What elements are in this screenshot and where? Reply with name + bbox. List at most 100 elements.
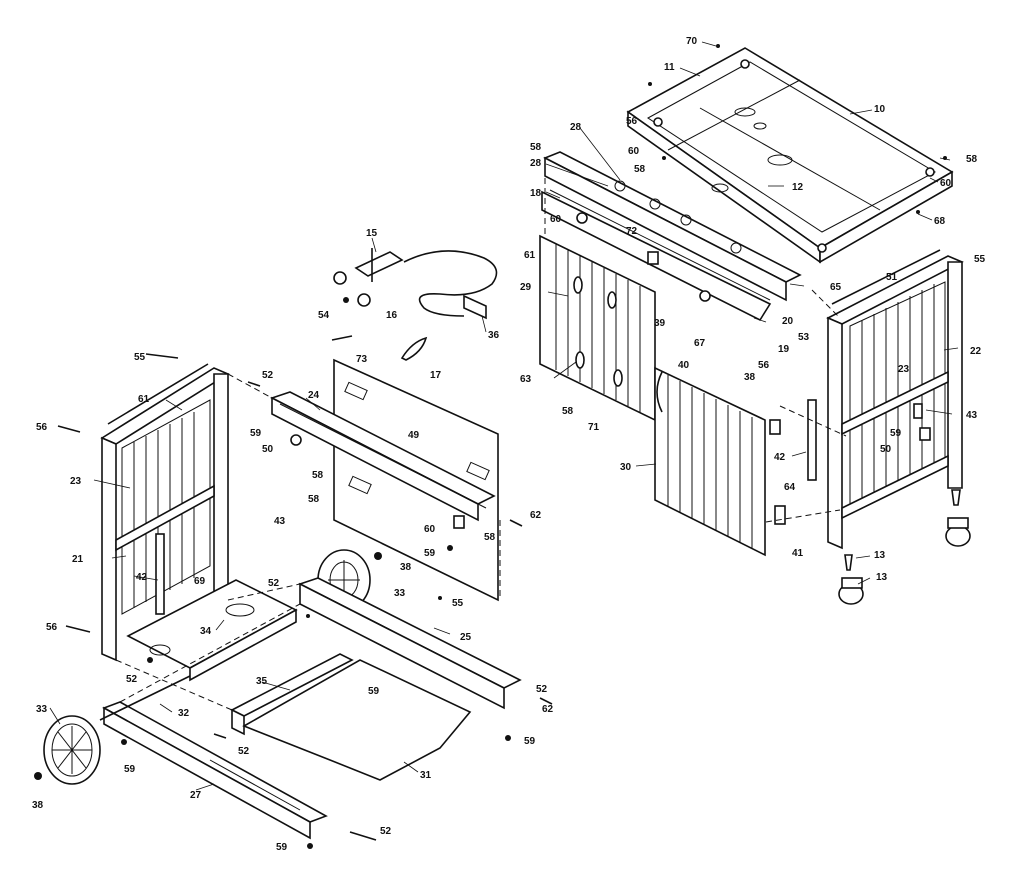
callout-label: 38 bbox=[744, 372, 756, 383]
callout-labels: 70 11 10 56 60 58 12 60 58 68 28 58 28 1… bbox=[32, 36, 986, 853]
callout-label: 40 bbox=[678, 360, 690, 371]
callout-label: 30 bbox=[620, 462, 632, 473]
callout-label: 23 bbox=[898, 364, 910, 375]
callout-label: 13 bbox=[876, 572, 888, 583]
callout-label: 53 bbox=[798, 332, 810, 343]
callout-label: 11 bbox=[664, 62, 675, 73]
callout-label: 58 bbox=[530, 142, 542, 153]
hinges-and-casters bbox=[769, 399, 971, 605]
callout-label: 49 bbox=[408, 430, 420, 441]
callout-label: 60 bbox=[550, 214, 562, 225]
callout-label: 25 bbox=[460, 632, 472, 643]
door-left bbox=[539, 234, 656, 422]
callout-label: 67 bbox=[694, 338, 706, 349]
callout-label: 58 bbox=[312, 470, 324, 481]
callout-label: 24 bbox=[308, 390, 320, 401]
callout-label: 60 bbox=[628, 146, 640, 157]
callout-label: 68 bbox=[934, 216, 946, 227]
upper-rail-24 bbox=[269, 391, 496, 529]
callout-label: 38 bbox=[32, 800, 44, 811]
callout-label: 36 bbox=[488, 330, 500, 341]
callout-label: 35 bbox=[256, 676, 268, 687]
callout-label: 19 bbox=[778, 344, 790, 355]
callout-label: 59 bbox=[276, 842, 288, 853]
callout-label: 20 bbox=[782, 316, 794, 327]
callout-label: 43 bbox=[274, 516, 286, 527]
callout-label: 59 bbox=[250, 428, 262, 439]
right-end-panel bbox=[826, 249, 964, 550]
left-rails-and-wheel bbox=[34, 675, 328, 840]
callout-label: 52 bbox=[268, 578, 280, 589]
callout-label: 59 bbox=[524, 736, 536, 747]
callout-label: 23 bbox=[70, 476, 82, 487]
callout-label: 59 bbox=[890, 428, 902, 439]
top-frame-assembly bbox=[626, 44, 954, 264]
callout-label: 55 bbox=[134, 352, 146, 363]
callout-label: 22 bbox=[970, 346, 982, 357]
callout-label: 60 bbox=[940, 178, 952, 189]
power-cord bbox=[331, 248, 498, 361]
callout-label: 58 bbox=[634, 164, 646, 175]
right-guide-lines bbox=[544, 178, 847, 523]
callout-label: 61 bbox=[138, 394, 150, 405]
callout-label: 28 bbox=[530, 158, 542, 169]
callout-label: 42 bbox=[136, 572, 148, 583]
callout-label: 13 bbox=[874, 550, 886, 561]
callout-label: 52 bbox=[262, 370, 274, 381]
callout-label: 52 bbox=[126, 674, 138, 685]
callout-label: 12 bbox=[792, 182, 804, 193]
callout-label: 28 bbox=[570, 122, 582, 133]
callout-label: 52 bbox=[380, 826, 392, 837]
callout-label: 42 bbox=[774, 452, 786, 463]
bottom-shelf-34 bbox=[126, 579, 298, 682]
callout-label: 39 bbox=[654, 318, 666, 329]
front-rail bbox=[541, 151, 802, 322]
callout-label: 51 bbox=[886, 272, 898, 283]
callout-label: 50 bbox=[880, 444, 892, 455]
callout-label: 59 bbox=[424, 548, 436, 559]
door-right bbox=[654, 366, 786, 557]
callout-label: 38 bbox=[400, 562, 412, 573]
callout-label: 56 bbox=[626, 116, 638, 127]
callout-label: 65 bbox=[830, 282, 842, 293]
callout-label: 34 bbox=[200, 626, 212, 637]
callout-label: 10 bbox=[874, 104, 886, 115]
callout-label: 55 bbox=[974, 254, 986, 265]
callout-label: 58 bbox=[484, 532, 496, 543]
callout-label: 70 bbox=[686, 36, 698, 47]
callout-label: 56 bbox=[36, 422, 48, 433]
callout-label: 61 bbox=[524, 250, 536, 261]
callout-label: 69 bbox=[194, 576, 206, 587]
callout-label: 33 bbox=[36, 704, 48, 715]
callout-label: 33 bbox=[394, 588, 406, 599]
callout-label: 56 bbox=[46, 622, 58, 633]
fasteners bbox=[57, 353, 553, 849]
callout-label: 54 bbox=[318, 310, 330, 321]
callout-label: 50 bbox=[262, 444, 274, 455]
callout-label: 62 bbox=[542, 704, 554, 715]
callout-label: 59 bbox=[124, 764, 136, 775]
callout-label: 16 bbox=[386, 310, 398, 321]
callout-label: 43 bbox=[966, 410, 978, 421]
leader-lines bbox=[49, 41, 959, 791]
callout-label: 56 bbox=[758, 360, 770, 371]
callout-label: 72 bbox=[626, 226, 638, 237]
callout-label: 58 bbox=[562, 406, 574, 417]
callout-label: 29 bbox=[520, 282, 532, 293]
callout-label: 31 bbox=[420, 770, 432, 781]
callout-label: 55 bbox=[452, 598, 464, 609]
callout-label: 27 bbox=[190, 790, 202, 801]
callout-label: 17 bbox=[430, 370, 442, 381]
callout-label: 52 bbox=[536, 684, 548, 695]
callout-label: 21 bbox=[72, 554, 84, 565]
callout-label: 63 bbox=[520, 374, 532, 385]
callout-label: 41 bbox=[792, 548, 804, 559]
callout-label: 18 bbox=[530, 188, 542, 199]
callout-label: 58 bbox=[966, 154, 978, 165]
callout-label: 32 bbox=[178, 708, 190, 719]
callout-label: 59 bbox=[368, 686, 380, 697]
callout-label: 73 bbox=[356, 354, 368, 365]
callout-label: 58 bbox=[308, 494, 320, 505]
callout-label: 15 bbox=[366, 228, 378, 239]
